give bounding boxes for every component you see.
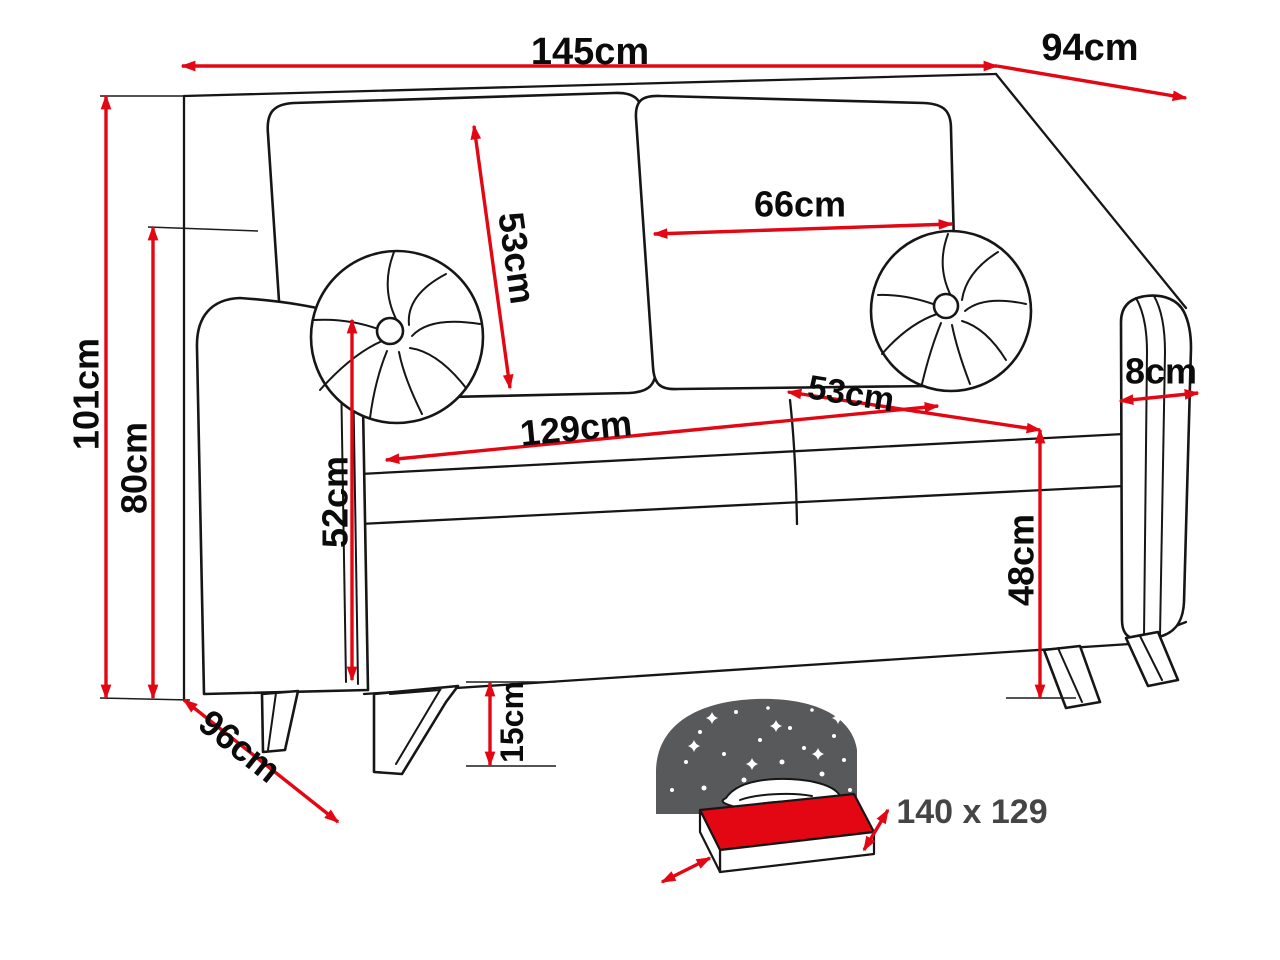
dim-armrest-width: 8cm xyxy=(1118,351,1200,405)
dim-label-armrest-width: 8cm xyxy=(1125,351,1197,392)
dim-label-depth-top: 94cm xyxy=(1041,27,1138,69)
dim-leg-height: 15cm xyxy=(484,681,530,767)
armrest-right xyxy=(1119,294,1193,641)
round-pillow-left xyxy=(309,249,485,425)
dim-cushion-width: 66cm xyxy=(652,184,954,239)
dim-seat-height: 48cm xyxy=(1001,428,1046,700)
dim-label-cushion-width: 66cm xyxy=(754,184,846,225)
dim-label-height-backrest: 80cm xyxy=(114,422,155,514)
dim-height-backrest: 80cm xyxy=(114,225,159,700)
dim-label-width-top: 145cm xyxy=(531,31,649,73)
round-pillow-right xyxy=(869,229,1033,393)
dim-label-leg-height: 15cm xyxy=(494,681,530,763)
extension-lines xyxy=(99,95,1076,767)
dim-label-seat-height: 48cm xyxy=(1001,514,1042,606)
sleeping-function-icon: 140 x 129 xyxy=(656,698,1048,884)
mattress-left-icon xyxy=(698,808,722,874)
sofa-back-frame xyxy=(182,72,1188,702)
dim-label-height-total: 101cm xyxy=(66,338,107,450)
sofa-drawing xyxy=(182,72,1193,776)
dim-label-armrest-height: 52cm xyxy=(315,456,356,548)
blanket-fold-line xyxy=(739,792,813,801)
dim-armrest-height: 52cm xyxy=(315,318,358,682)
stars-icon xyxy=(670,706,852,792)
sleeping-area-label: 140 x 129 xyxy=(896,793,1047,831)
dim-depth-top: 94cm xyxy=(996,27,1188,102)
dim-depth-bottom: 96cm xyxy=(182,698,340,824)
mattress-width-arrow-icon xyxy=(660,856,712,884)
dim-height-total: 101cm xyxy=(66,94,112,700)
dim-width-top: 145cm xyxy=(180,31,999,73)
mattress-depth-arrow-icon xyxy=(862,808,890,852)
